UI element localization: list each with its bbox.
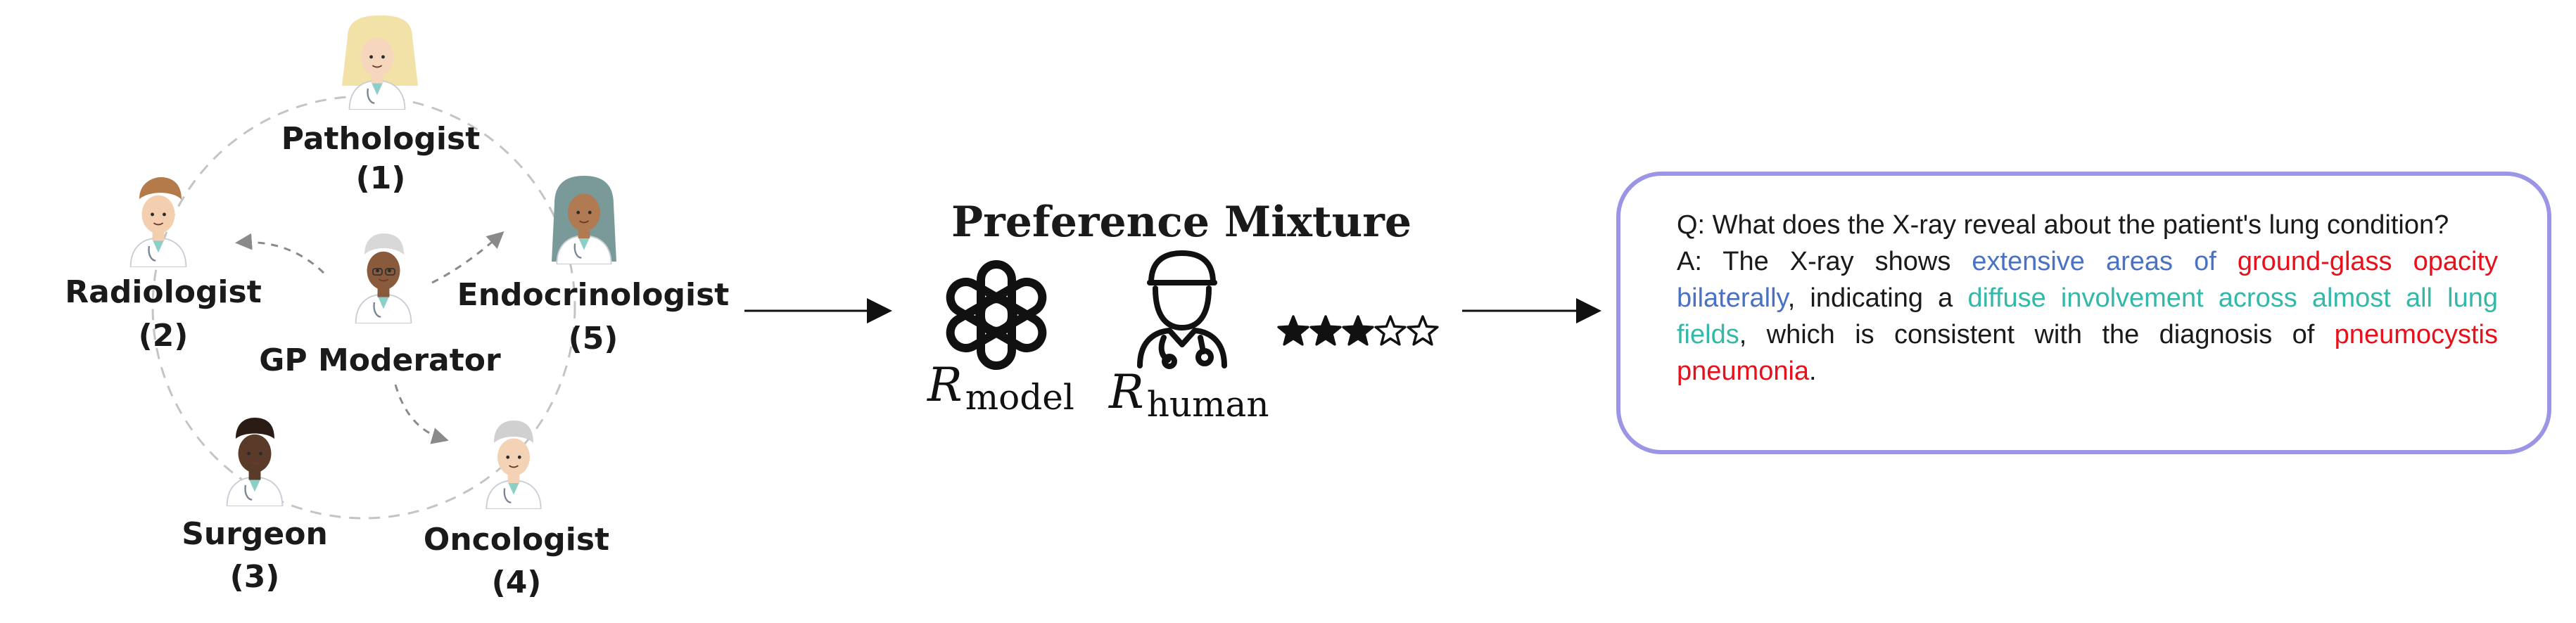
radiologist-avatar-icon xyxy=(129,177,187,267)
preference-title: Preference Mixture xyxy=(951,198,1411,247)
star-empty-icon xyxy=(1374,315,1407,346)
surgeon-node: Surgeon (3) xyxy=(182,418,328,595)
answer-consistent: , which is consistent with the diagnosis… xyxy=(1739,320,2335,349)
star-filled-icon xyxy=(1309,315,1342,346)
answer-distribution: diffuse involvement across almost all lu… xyxy=(1677,283,2498,349)
endocrinologist-index: (5) xyxy=(569,321,618,357)
star-rating xyxy=(1277,315,1439,346)
endocrinologist-avatar-icon xyxy=(552,176,616,264)
human-reward-symbol: Rhuman xyxy=(1108,365,1269,425)
dispatch-arrow-radiologist xyxy=(235,233,325,274)
model-reward-letter: R xyxy=(927,358,963,412)
model-reward-subscript: model xyxy=(965,377,1074,418)
pathologist-index: (1) xyxy=(356,160,406,196)
oncologist-label: Oncologist xyxy=(424,522,609,558)
answer-finding-extent: extensive areas of xyxy=(1972,247,2216,276)
answer-laterality: bilaterally xyxy=(1677,283,1788,313)
surgeon-label: Surgeon xyxy=(182,516,328,552)
oncologist-avatar-icon xyxy=(486,420,542,509)
endocrinologist-node: Endocrinologist (5) xyxy=(457,176,730,357)
surgeon-index: (3) xyxy=(230,559,280,595)
pathologist-label: Pathologist xyxy=(281,121,480,157)
radiologist-label: Radiologist xyxy=(65,274,262,310)
answer-finding: ground-glass opacity xyxy=(2237,247,2498,276)
star-filled-icon xyxy=(1277,315,1309,346)
pathologist-avatar-icon xyxy=(342,15,418,110)
qa-answer: A: The X-ray shows extensive areas of gr… xyxy=(1677,243,2498,390)
star-empty-icon xyxy=(1407,315,1439,346)
moderator-avatar-icon xyxy=(355,233,412,323)
model-reward-symbol: Rmodel xyxy=(927,358,1074,418)
human-reward-letter: R xyxy=(1108,365,1144,419)
answer-diagnosis: pneumocystis pneumonia xyxy=(1677,320,2498,386)
moderator-node: GP Moderator xyxy=(259,233,501,378)
radiologist-index: (2) xyxy=(139,318,189,354)
star-filled-icon xyxy=(1342,315,1374,346)
answer-end: . xyxy=(1809,357,1817,386)
qa-panel: Q: What does the X-ray reveal about the … xyxy=(1616,172,2551,454)
model-reward-icon xyxy=(946,260,1047,370)
answer-prefix: A: The X-ray shows xyxy=(1677,247,1972,276)
qa-question: Q: What does the X-ray reveal about the … xyxy=(1677,210,2449,240)
answer-mid: , indicating a xyxy=(1787,283,1968,313)
surgeon-avatar-icon xyxy=(226,418,284,506)
moderator-label: GP Moderator xyxy=(259,342,501,378)
radiologist-node: Radiologist (2) xyxy=(65,177,262,354)
human-reward-icon xyxy=(1137,250,1227,369)
pathologist-node: Pathologist (1) xyxy=(281,15,480,196)
dispatch-arrow-endocrinologist xyxy=(431,231,505,284)
oncologist-index: (4) xyxy=(492,565,542,600)
human-reward-subscript: human xyxy=(1147,384,1269,425)
dispatch-arrow-oncologist xyxy=(394,384,449,444)
oncologist-node: Oncologist (4) xyxy=(424,420,609,600)
endocrinologist-label: Endocrinologist xyxy=(457,277,730,313)
